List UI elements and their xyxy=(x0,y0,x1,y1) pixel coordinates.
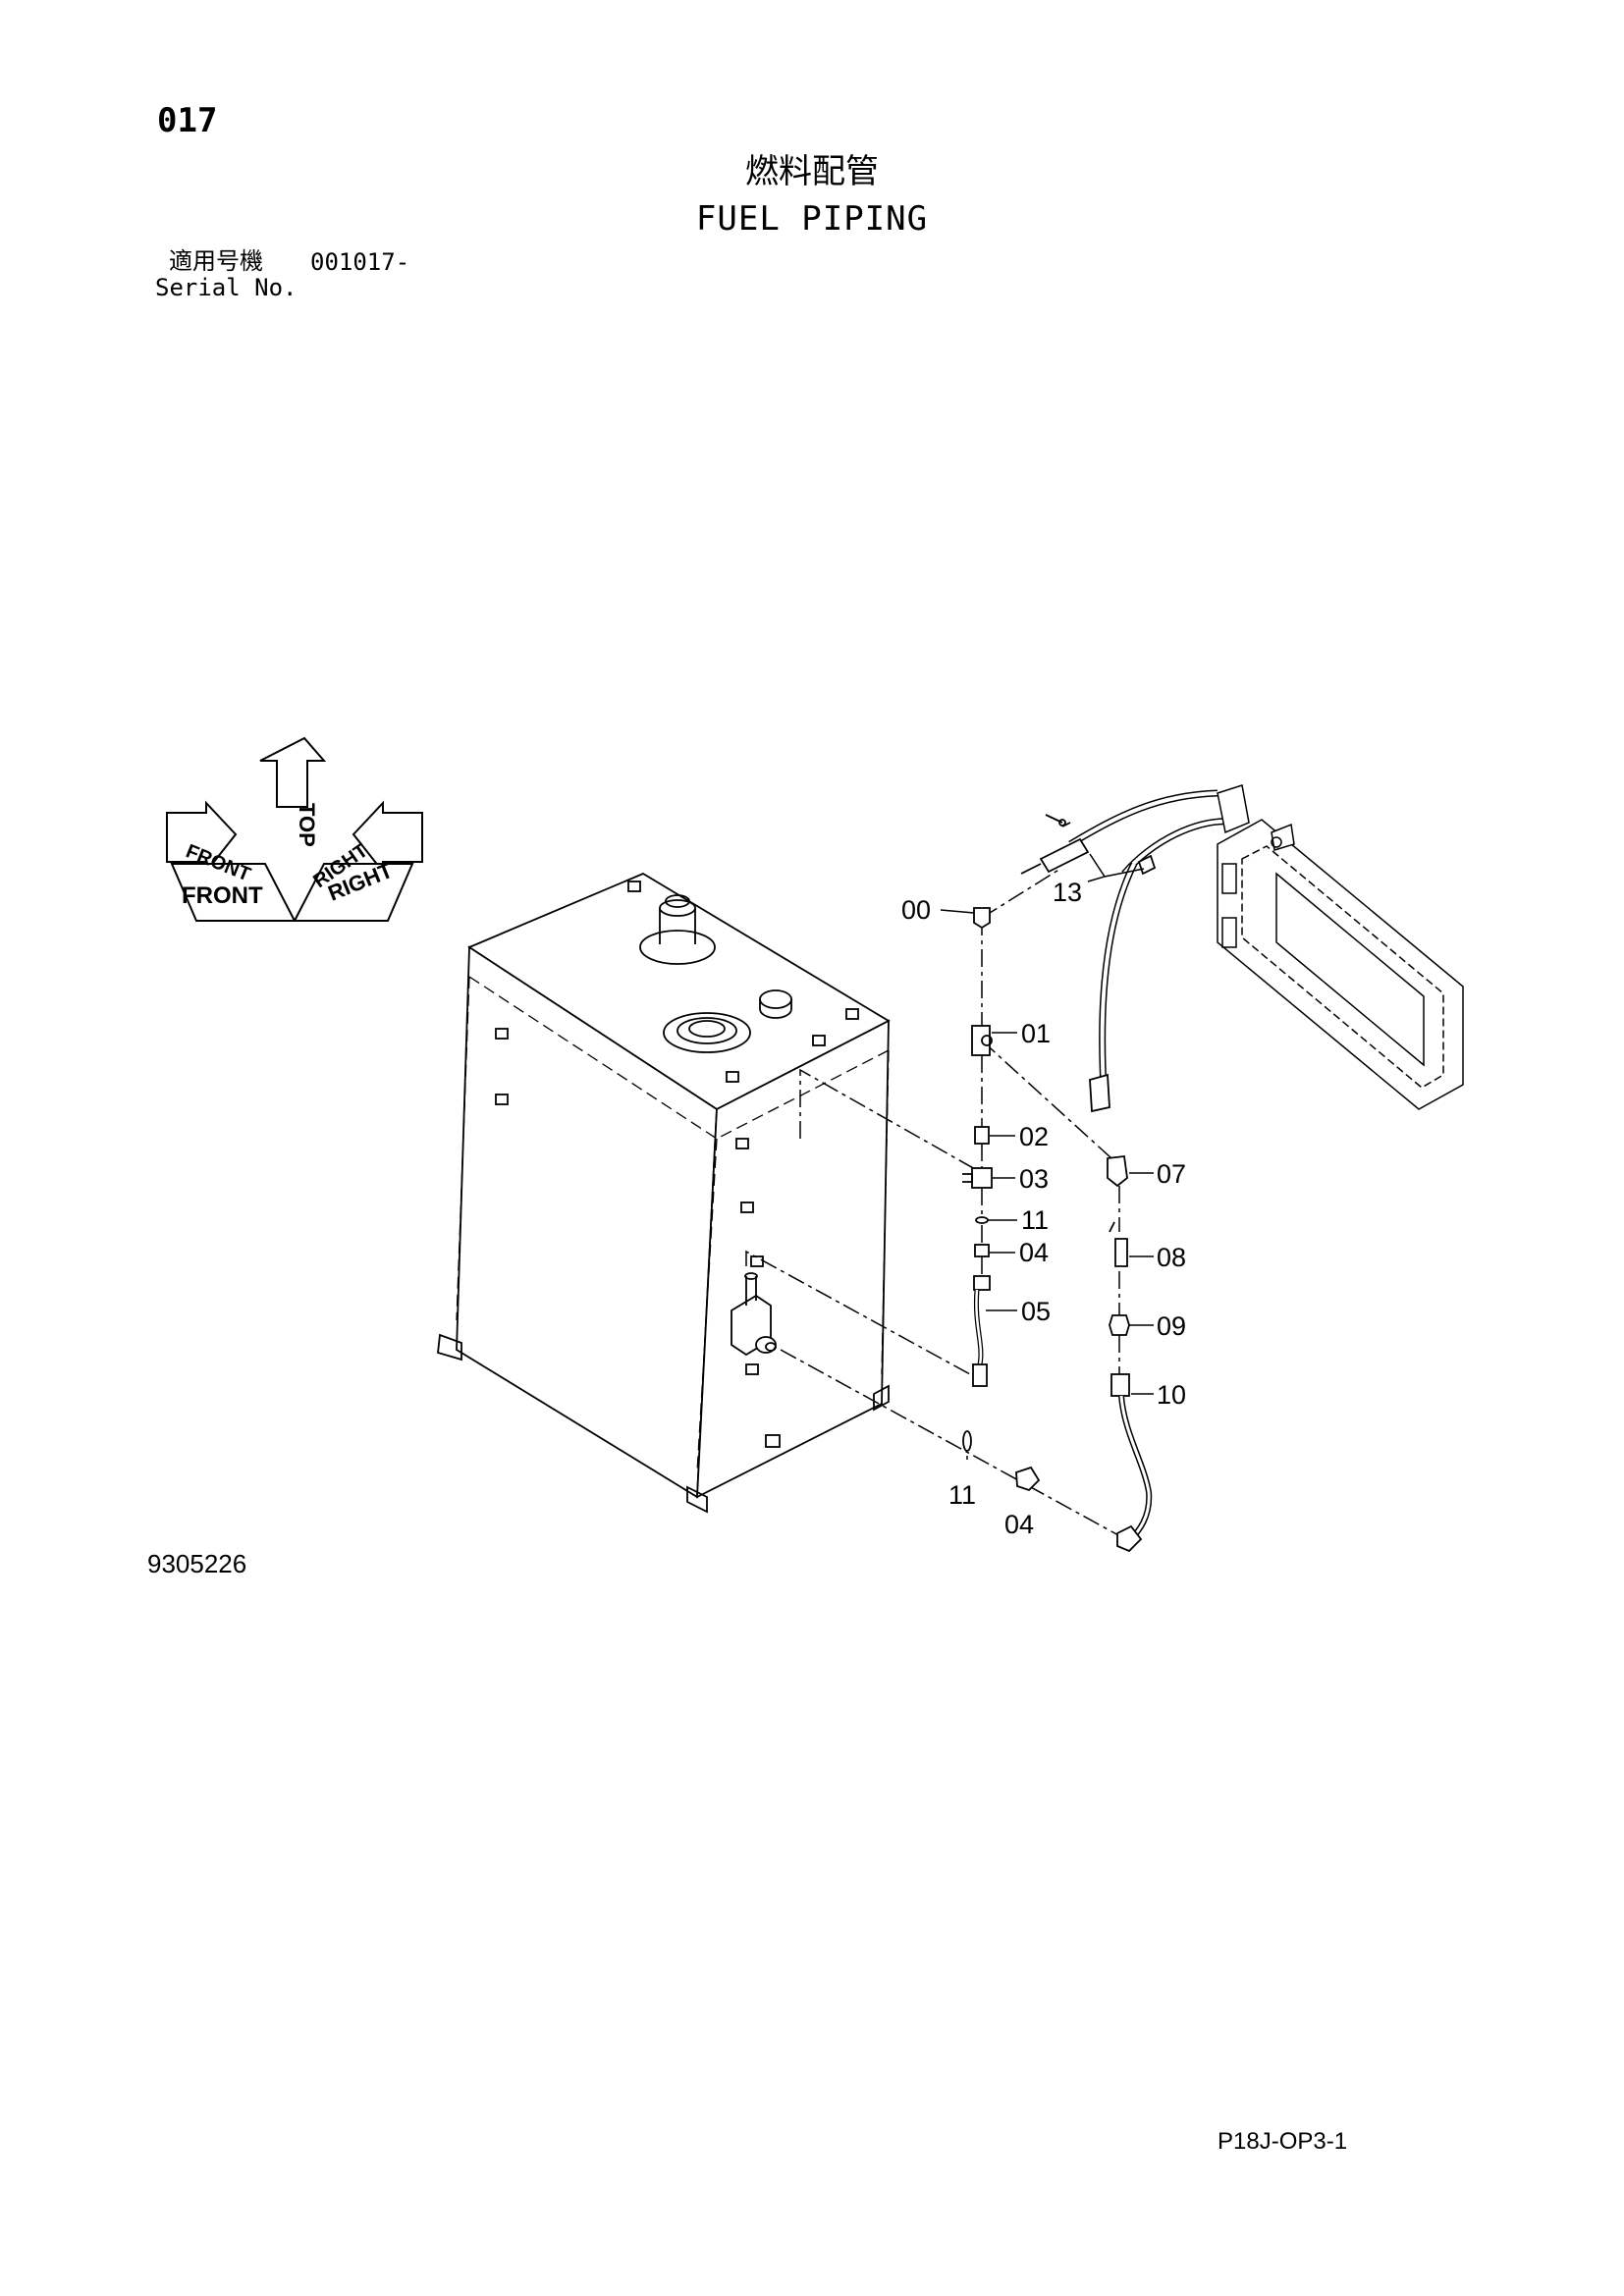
serial-value: 001017- xyxy=(310,248,410,276)
hose-05 xyxy=(972,1275,991,1387)
callout-04-upper: 04 xyxy=(1019,1238,1049,1267)
fitting-00 xyxy=(973,907,991,930)
callout-08: 08 xyxy=(1157,1243,1186,1272)
drawing-number: 9305226 xyxy=(147,1549,247,1578)
callout-05: 05 xyxy=(1021,1297,1051,1326)
drain-valve xyxy=(731,1272,777,1357)
radiator-frame xyxy=(1217,784,1464,1110)
callout-00: 00 xyxy=(901,895,931,925)
callout-02: 02 xyxy=(1019,1122,1049,1151)
orientation-label-front: FRONT xyxy=(182,882,263,909)
part-callouts: 00 01 02 03 11 04 05 07 08 09 10 13 11 0… xyxy=(901,878,1186,1539)
fitting-03 xyxy=(962,1167,993,1189)
serial-label-en: Serial No. xyxy=(155,274,298,301)
tank-side xyxy=(696,1019,890,1499)
page-title-en: FUEL PIPING xyxy=(695,199,929,239)
filler-neck xyxy=(639,894,716,965)
page-number: 017 xyxy=(157,101,218,140)
callout-07: 07 xyxy=(1157,1159,1186,1189)
fitting-01 xyxy=(971,1025,993,1056)
orientation-arrow-front xyxy=(166,800,238,875)
fitting-11-lower xyxy=(962,1430,972,1452)
callout-11-lower: 11 xyxy=(948,1480,976,1510)
callout-11-upper: 11 xyxy=(1021,1205,1049,1235)
fitting-08 xyxy=(1109,1221,1128,1267)
fitting-11-upper xyxy=(975,1216,989,1224)
fittings xyxy=(962,907,1153,1553)
fitting-09 xyxy=(1109,1314,1130,1336)
connection-lines xyxy=(745,868,1130,1542)
page-title-jp: 燃料配管 xyxy=(745,152,879,191)
callout-04-lower: 04 xyxy=(1004,1510,1034,1539)
fitting-04-upper xyxy=(974,1244,990,1257)
leader-lines xyxy=(940,853,1154,1395)
orientation-base-right xyxy=(293,863,414,922)
callout-03: 03 xyxy=(1019,1164,1049,1194)
orientation-arrow-right xyxy=(352,800,423,875)
serial-label-jp: 適用号機 xyxy=(169,247,263,275)
fitting-02 xyxy=(974,1126,990,1145)
fitting-07 xyxy=(1107,1155,1128,1188)
hose-10 xyxy=(1110,1373,1153,1553)
orientation-arrow-top xyxy=(259,736,327,808)
orientation-indicator: TOP FRONT FRONT RIGHT RIGHT xyxy=(166,736,423,922)
orientation-label-top: TOP xyxy=(295,803,319,847)
inspection-cover xyxy=(663,1012,751,1053)
callout-13: 13 xyxy=(1053,878,1082,907)
callout-09: 09 xyxy=(1157,1311,1186,1341)
fitting-04-lower xyxy=(1015,1466,1041,1492)
fuel-tank xyxy=(437,872,891,1514)
callout-10: 10 xyxy=(1157,1380,1186,1410)
callout-01: 01 xyxy=(1021,1019,1051,1048)
sheet-id: P18J-OP3-1 xyxy=(1218,2128,1348,2155)
hose-13 xyxy=(1020,789,1243,1113)
